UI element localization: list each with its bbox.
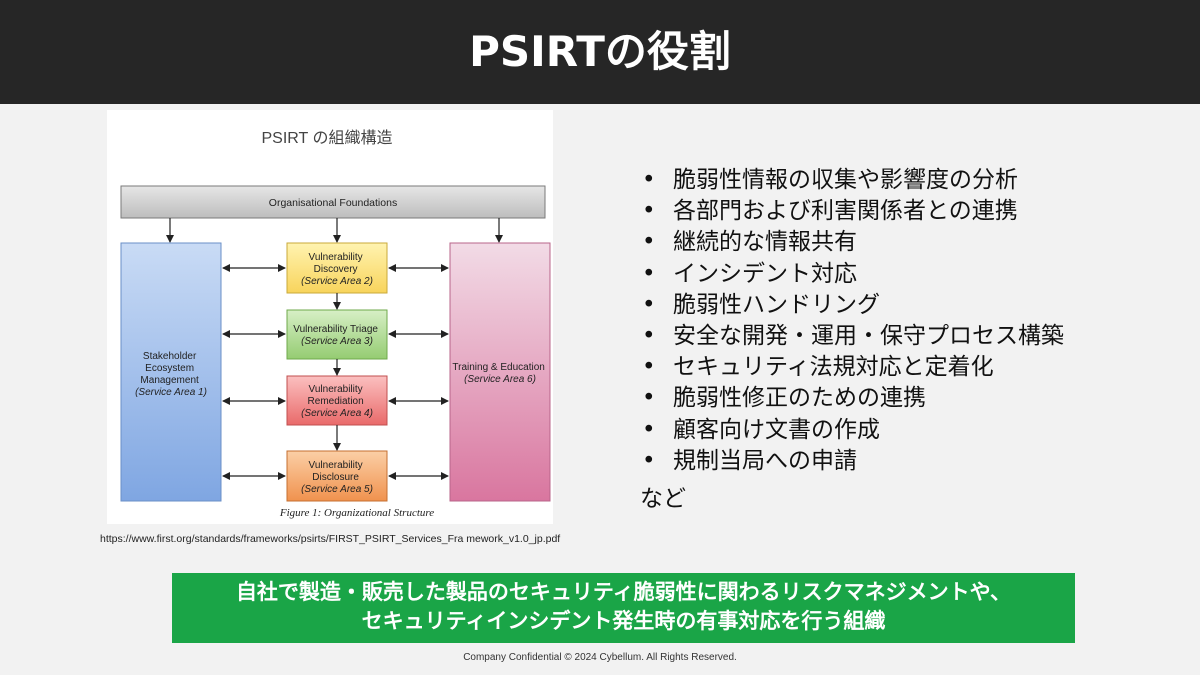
banner-line-2: セキュリティインシデント発生時の有事対応を行う組織	[361, 609, 886, 633]
footer-copyright: Company Confidential © 2024 Cybellum. Al…	[463, 652, 737, 663]
vulnerability-disclosure-label: Vulnerability Disclosure (Service Area 5…	[301, 460, 373, 495]
list-item: 脆弱性ハンドリング	[640, 290, 1185, 321]
header-bar: PSIRTの役割	[0, 0, 1200, 104]
list-item: 継続的な情報共有	[640, 227, 1185, 258]
list-item: 安全な開発・運用・保守プロセス構築	[640, 321, 1185, 352]
list-item: 各部門および利害関係者との連携	[640, 196, 1185, 227]
list-item: 脆弱性修正のための連携	[640, 383, 1185, 414]
diagram-svg: PSIRT の組織構造 Organisational Foundations S…	[120, 129, 551, 519]
training-education-label: Training & Education (Service Area 6)	[452, 362, 547, 385]
list-item: 規制当局への申請	[640, 446, 1185, 477]
list-item: インシデント対応	[640, 259, 1185, 290]
vulnerability-triage-box	[286, 309, 388, 360]
figure-title: PSIRT の組織構造	[262, 129, 393, 147]
psirt-structure-figure: PSIRT の組織構造 Organisational Foundations S…	[107, 110, 553, 524]
list-tail: など	[640, 486, 686, 512]
vulnerability-disclosure-box	[286, 450, 388, 502]
organisational-foundations-box	[120, 185, 546, 219]
vulnerability-discovery-label: Vulnerability Discovery (Service Area 2)	[301, 252, 373, 287]
stakeholder-ecosystem-box	[120, 242, 222, 502]
stakeholder-ecosystem-label: Stakeholder Ecosystem Management (Servic…	[135, 351, 207, 398]
vulnerability-triage-label: Vulnerability Triage (Service Area 3)	[293, 324, 380, 347]
banner-line-1: 自社で製造・販売した製品のセキュリティ脆弱性に関わるリスクマネジメントや、	[235, 580, 1012, 604]
vulnerability-remediation-box	[286, 375, 388, 426]
source-url: https://www.first.org/standards/framewor…	[100, 533, 561, 545]
figure-caption: Figure 1: Organizational Structure	[279, 507, 434, 519]
page-title: PSIRTの役割	[469, 27, 731, 76]
training-education-box	[449, 242, 551, 502]
list-item: 顧客向け文書の作成	[640, 415, 1185, 446]
list-item: セキュリティ法規対応と定着化	[640, 352, 1185, 383]
organisational-foundations-label: Organisational Foundations	[269, 197, 397, 209]
list-item: 脆弱性情報の収集や影響度の分析	[640, 165, 1185, 196]
definition-banner: 自社で製造・販売した製品のセキュリティ脆弱性に関わるリスクマネジメントや、 セキ…	[172, 573, 1075, 643]
vulnerability-remediation-label: Vulnerability Remediation (Service Area …	[301, 384, 373, 419]
role-list: 脆弱性情報の収集や影響度の分析 各部門および利害関係者との連携 継続的な情報共有…	[640, 165, 1185, 477]
